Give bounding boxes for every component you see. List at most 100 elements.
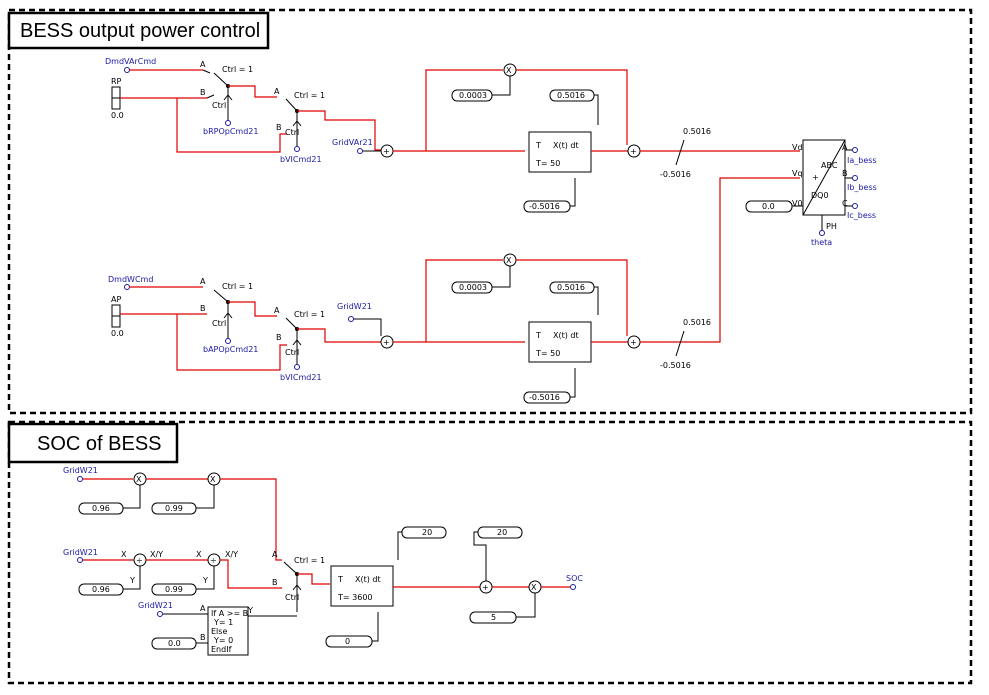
svg-text:V0: V0 <box>792 199 803 208</box>
svg-text:A: A <box>200 277 206 286</box>
svg-text:-0.5016: -0.5016 <box>529 202 560 211</box>
b-rp-opcmd-pin[interactable] <box>225 120 231 126</box>
svg-text:0.0003: 0.0003 <box>459 91 487 100</box>
ap-channel: DmdWCmd AP 0.0 A B Ctrl = 1 Ctrl bAPOpCm… <box>108 177 800 404</box>
svg-text:Y: Y <box>129 576 135 585</box>
soc-if-block <box>207 606 249 656</box>
b-v-cmd-2-pin[interactable] <box>294 364 300 370</box>
svg-text:A: A <box>274 306 280 315</box>
svg-text:A: A <box>200 60 206 69</box>
svg-text:T: T <box>337 575 343 584</box>
svg-text:20: 20 <box>422 528 432 537</box>
soc-grid-w-pin-2[interactable] <box>77 557 83 563</box>
svg-text:EndIf: EndIf <box>211 645 232 654</box>
svg-text:+: + <box>630 147 637 156</box>
soc-switch-blade <box>283 561 298 575</box>
ic-bess-pin[interactable] <box>852 203 858 209</box>
svg-text:A: A <box>842 143 848 152</box>
svg-text:B: B <box>200 88 206 97</box>
svg-text:Else: Else <box>211 627 227 636</box>
switch-1-blade <box>213 72 229 87</box>
ib-bess-pin[interactable] <box>852 175 858 181</box>
svg-text:+: + <box>383 147 390 156</box>
switch-2-blade <box>285 98 298 112</box>
svg-text:Ctrl = 1: Ctrl = 1 <box>294 91 325 100</box>
svg-text:-0.5016: -0.5016 <box>660 361 691 370</box>
soc-channel: GridW21 X 0.96 X 0.99 GridW21 X ÷ X/Y Y … <box>63 466 583 656</box>
svg-text:T= 50: T= 50 <box>535 159 560 168</box>
soc-section-title: SOC of BESS <box>37 433 162 455</box>
rp-slider-label: RP <box>111 77 122 86</box>
dq0-abc-transform: Vd Vq V0 ABC DQ0 + A B C PH theta 0.0 Ia… <box>745 139 877 247</box>
svg-text:0.99: 0.99 <box>165 504 183 513</box>
svg-text:Y: Y <box>202 576 208 585</box>
dmd-w-cmd-pin[interactable] <box>124 284 130 290</box>
ia-bess-pin[interactable] <box>852 147 858 153</box>
svg-text:PH: PH <box>826 222 837 231</box>
grid-var-label: GridVAr21 <box>332 138 373 147</box>
switch-4-blade <box>285 317 298 330</box>
svg-text:X: X <box>136 475 142 484</box>
svg-text:B: B <box>276 333 282 342</box>
svg-text:0.5016: 0.5016 <box>683 127 711 136</box>
svg-text:B: B <box>276 123 282 132</box>
b-rp-opcmd-label: bRPOpCmd21 <box>203 127 258 136</box>
svg-text:-0.5016: -0.5016 <box>529 393 560 402</box>
svg-text:0.99: 0.99 <box>165 585 183 594</box>
svg-text:0.5016: 0.5016 <box>683 318 711 327</box>
svg-text:0.0: 0.0 <box>168 639 181 648</box>
ib-bess-label: Ib_bess <box>847 183 877 192</box>
svg-text:Ctrl = 1: Ctrl = 1 <box>222 282 253 291</box>
b-v-cmd-pin[interactable] <box>294 146 300 152</box>
svg-text:÷: ÷ <box>136 556 143 565</box>
b-ap-opcmd-pin[interactable] <box>225 338 231 344</box>
rp-slider-value: 0.0 <box>111 111 124 120</box>
svg-text:Y= 1: Y= 1 <box>213 618 233 627</box>
svg-text:B: B <box>200 633 206 642</box>
soc-grid-w-pin-1[interactable] <box>77 476 83 482</box>
svg-text:X: X <box>121 550 127 559</box>
svg-text:0.0: 0.0 <box>762 202 775 211</box>
dmd-var-cmd-pin[interactable] <box>124 67 130 73</box>
svg-text:÷: ÷ <box>210 556 217 565</box>
soc-grid-w-label-2: GridW21 <box>63 548 98 557</box>
svg-text:Vd: Vd <box>792 143 803 152</box>
soc-title-box <box>7 422 179 464</box>
svg-text:A: A <box>272 550 278 559</box>
svg-text:Ctrl: Ctrl <box>212 101 226 110</box>
ap-limiter <box>675 330 685 357</box>
soc-output-pin[interactable] <box>570 584 576 590</box>
svg-text:+: + <box>383 338 390 347</box>
theta-pin[interactable] <box>819 230 825 236</box>
soc-section-frame <box>7 420 973 685</box>
svg-text:T= 3600: T= 3600 <box>337 593 373 602</box>
svg-text:T= 50: T= 50 <box>535 349 560 358</box>
grid-w-label: GridW21 <box>337 302 372 311</box>
soc-grid-w-label-3: GridW21 <box>138 601 173 610</box>
svg-text:20: 20 <box>497 528 507 537</box>
bess-section-frame <box>7 8 973 415</box>
svg-text:A: A <box>200 604 206 613</box>
svg-text:Vq: Vq <box>792 169 803 178</box>
dmd-w-cmd-label: DmdWCmd <box>108 275 153 284</box>
svg-text:X: X <box>196 550 202 559</box>
svg-text:X(t) dt: X(t) dt <box>553 331 579 340</box>
ic-bess-label: Ic_bess <box>847 211 876 220</box>
soc-grid-w-label-1: GridW21 <box>63 466 98 475</box>
soc-output-label: SOC <box>566 574 583 583</box>
svg-text:Ctrl: Ctrl <box>285 593 299 602</box>
svg-text:B: B <box>200 304 206 313</box>
switch-3-blade <box>213 289 229 303</box>
svg-text:Y: Y <box>247 606 253 615</box>
dmd-var-cmd-label: DmdVArCmd <box>105 57 156 66</box>
svg-text:-0.5016: -0.5016 <box>660 170 691 179</box>
svg-text:+: + <box>812 173 819 182</box>
svg-text:If A >= B: If A >= B <box>211 609 248 618</box>
b-v-cmd-2-label: bVICmd21 <box>280 373 322 382</box>
svg-text:Ctrl = 1: Ctrl = 1 <box>294 556 325 565</box>
svg-text:ABC: ABC <box>821 161 838 170</box>
soc-grid-w-pin-3[interactable] <box>157 611 163 617</box>
bess-title-box <box>7 11 270 50</box>
svg-text:0: 0 <box>345 637 350 646</box>
svg-text:X/Y: X/Y <box>150 550 163 559</box>
